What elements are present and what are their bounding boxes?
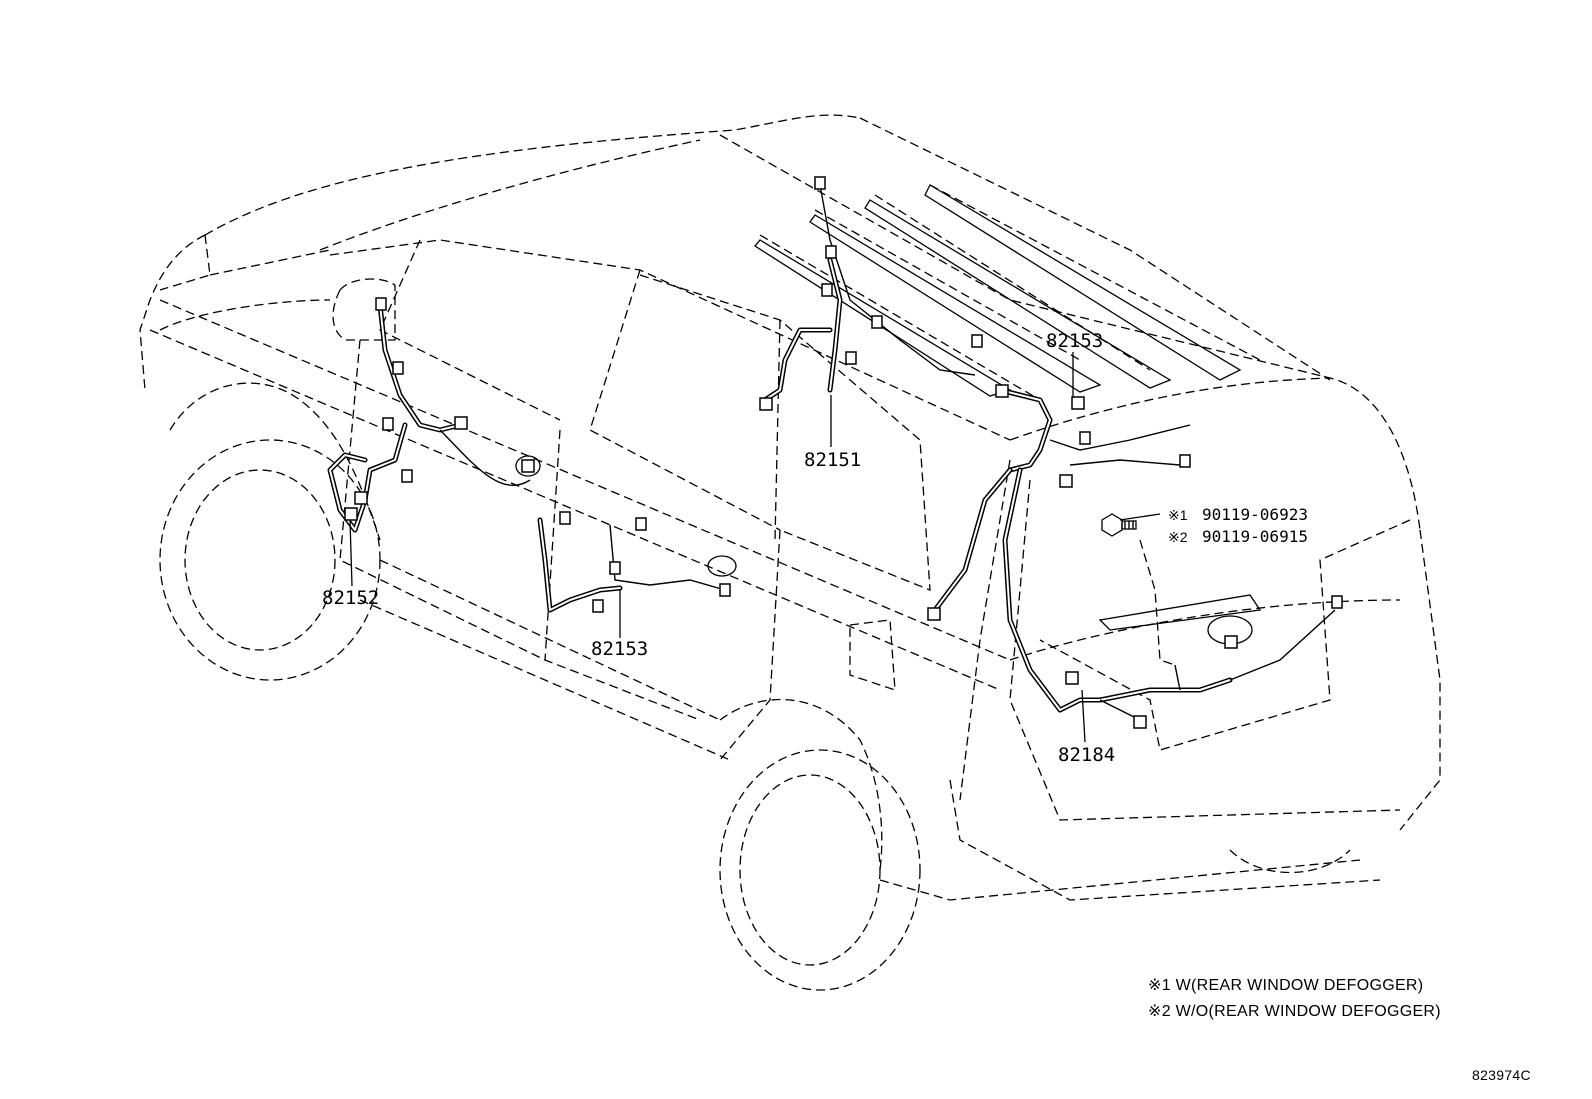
connector xyxy=(401,469,413,483)
connector xyxy=(1224,635,1238,649)
connector xyxy=(1179,454,1191,468)
harness-82151 xyxy=(762,184,976,403)
callout-82151: 82151 xyxy=(804,449,861,471)
harness-82153-side xyxy=(537,517,726,613)
connector xyxy=(1331,595,1343,609)
bolt-part-2: 90119-06915 xyxy=(1202,527,1308,546)
callout-82153-roof: 82153 xyxy=(1046,330,1103,352)
connector xyxy=(845,351,857,365)
connector xyxy=(1071,396,1085,410)
connector xyxy=(971,334,983,348)
connector xyxy=(1059,474,1073,488)
bolt-icon xyxy=(1101,513,1176,666)
bolt-mark-2: ※2 xyxy=(1168,529,1188,545)
connector xyxy=(344,507,358,521)
connector xyxy=(354,491,368,505)
connector xyxy=(759,397,773,411)
connectors xyxy=(344,176,1343,729)
connector xyxy=(719,583,731,597)
connector xyxy=(454,416,468,430)
connector xyxy=(821,283,833,297)
connector xyxy=(927,607,941,621)
connector xyxy=(592,599,604,613)
connector xyxy=(825,245,837,259)
harness-82152 xyxy=(327,302,531,533)
connector xyxy=(392,361,404,375)
note-2: ※2 W/O(REAR WINDOW DEFOGGER) xyxy=(1148,1003,1441,1020)
connector xyxy=(814,176,826,190)
connector xyxy=(995,384,1009,398)
connector xyxy=(1079,431,1091,445)
callout-82152: 82152 xyxy=(322,587,379,609)
callout-82184: 82184 xyxy=(1058,744,1115,766)
connector xyxy=(635,517,647,531)
bolt-part-1: 90119-06923 xyxy=(1202,505,1308,524)
harness-82153-roof xyxy=(997,387,1191,473)
connector xyxy=(1133,715,1147,729)
vehicle-outline xyxy=(139,114,1441,991)
figure-code: 823974C xyxy=(1472,1067,1531,1083)
connector xyxy=(375,297,387,311)
note-1: ※1 W(REAR WINDOW DEFOGGER) xyxy=(1148,977,1423,994)
connector xyxy=(521,459,535,473)
callout-82153-side: 82153 xyxy=(591,638,648,660)
connector xyxy=(871,315,883,329)
bolt-mark-1: ※1 xyxy=(1168,507,1188,523)
connector xyxy=(559,511,571,525)
leader-lines xyxy=(349,352,1161,743)
connector xyxy=(1065,671,1079,685)
connector xyxy=(382,417,394,431)
connector xyxy=(609,561,621,575)
body-details xyxy=(515,184,1262,645)
